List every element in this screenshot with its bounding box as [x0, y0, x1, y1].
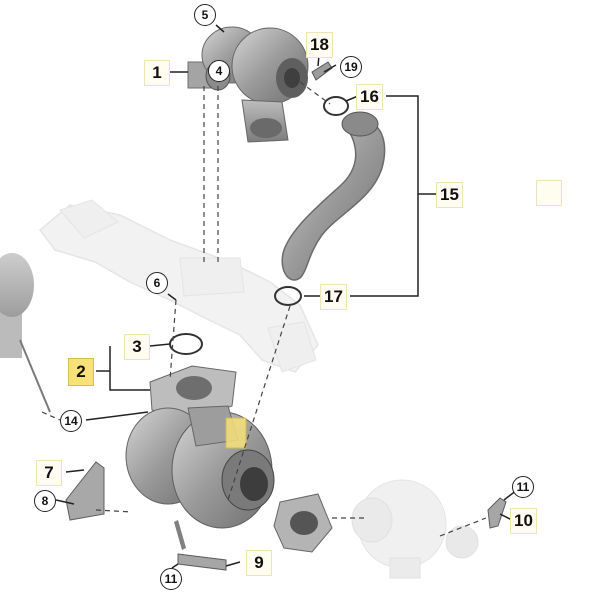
main-turbocharger — [125, 405, 275, 529]
bracket-9 — [177, 553, 227, 571]
charge-pipe — [281, 111, 386, 281]
callout-17: 17 — [320, 284, 347, 310]
callout-2: 2 — [68, 358, 94, 386]
callout-18: 18 — [306, 32, 333, 58]
callout-10: 10 — [510, 508, 537, 534]
callout-3: 3 — [124, 334, 150, 360]
highlighted-part-area — [225, 417, 247, 449]
callout-11-right: 11 — [512, 476, 534, 498]
callout-15: 15 — [436, 182, 463, 208]
bracket-7 — [65, 461, 105, 521]
o-ring-17 — [274, 286, 302, 306]
callout-14: 14 — [60, 410, 82, 432]
outlet-flange — [273, 493, 333, 553]
screw-11 — [174, 520, 186, 550]
upper-turbocharger — [187, 26, 309, 143]
callout-1: 1 — [144, 60, 170, 86]
left-actuator-ghost — [0, 253, 51, 413]
empty-callout-box — [536, 180, 562, 206]
callout-6: 6 — [146, 272, 168, 294]
callout-4: 4 — [208, 60, 230, 82]
exhaust-manifold-ghost — [38, 199, 319, 373]
bracket-10 — [487, 497, 507, 529]
o-ring-3 — [169, 333, 203, 355]
callout-7: 7 — [36, 460, 62, 486]
callout-8: 8 — [34, 490, 56, 512]
leader-lines — [55, 24, 523, 569]
callout-9: 9 — [246, 550, 272, 576]
callout-16: 16 — [356, 84, 383, 110]
bolt-part — [311, 61, 333, 81]
assembly-dashed-lines — [41, 81, 487, 537]
o-ring-16 — [323, 96, 349, 116]
callout-5: 5 — [194, 4, 216, 26]
callout-19: 19 — [340, 56, 362, 78]
right-part-ghost — [351, 479, 479, 579]
callout-11-bottom: 11 — [160, 568, 182, 590]
